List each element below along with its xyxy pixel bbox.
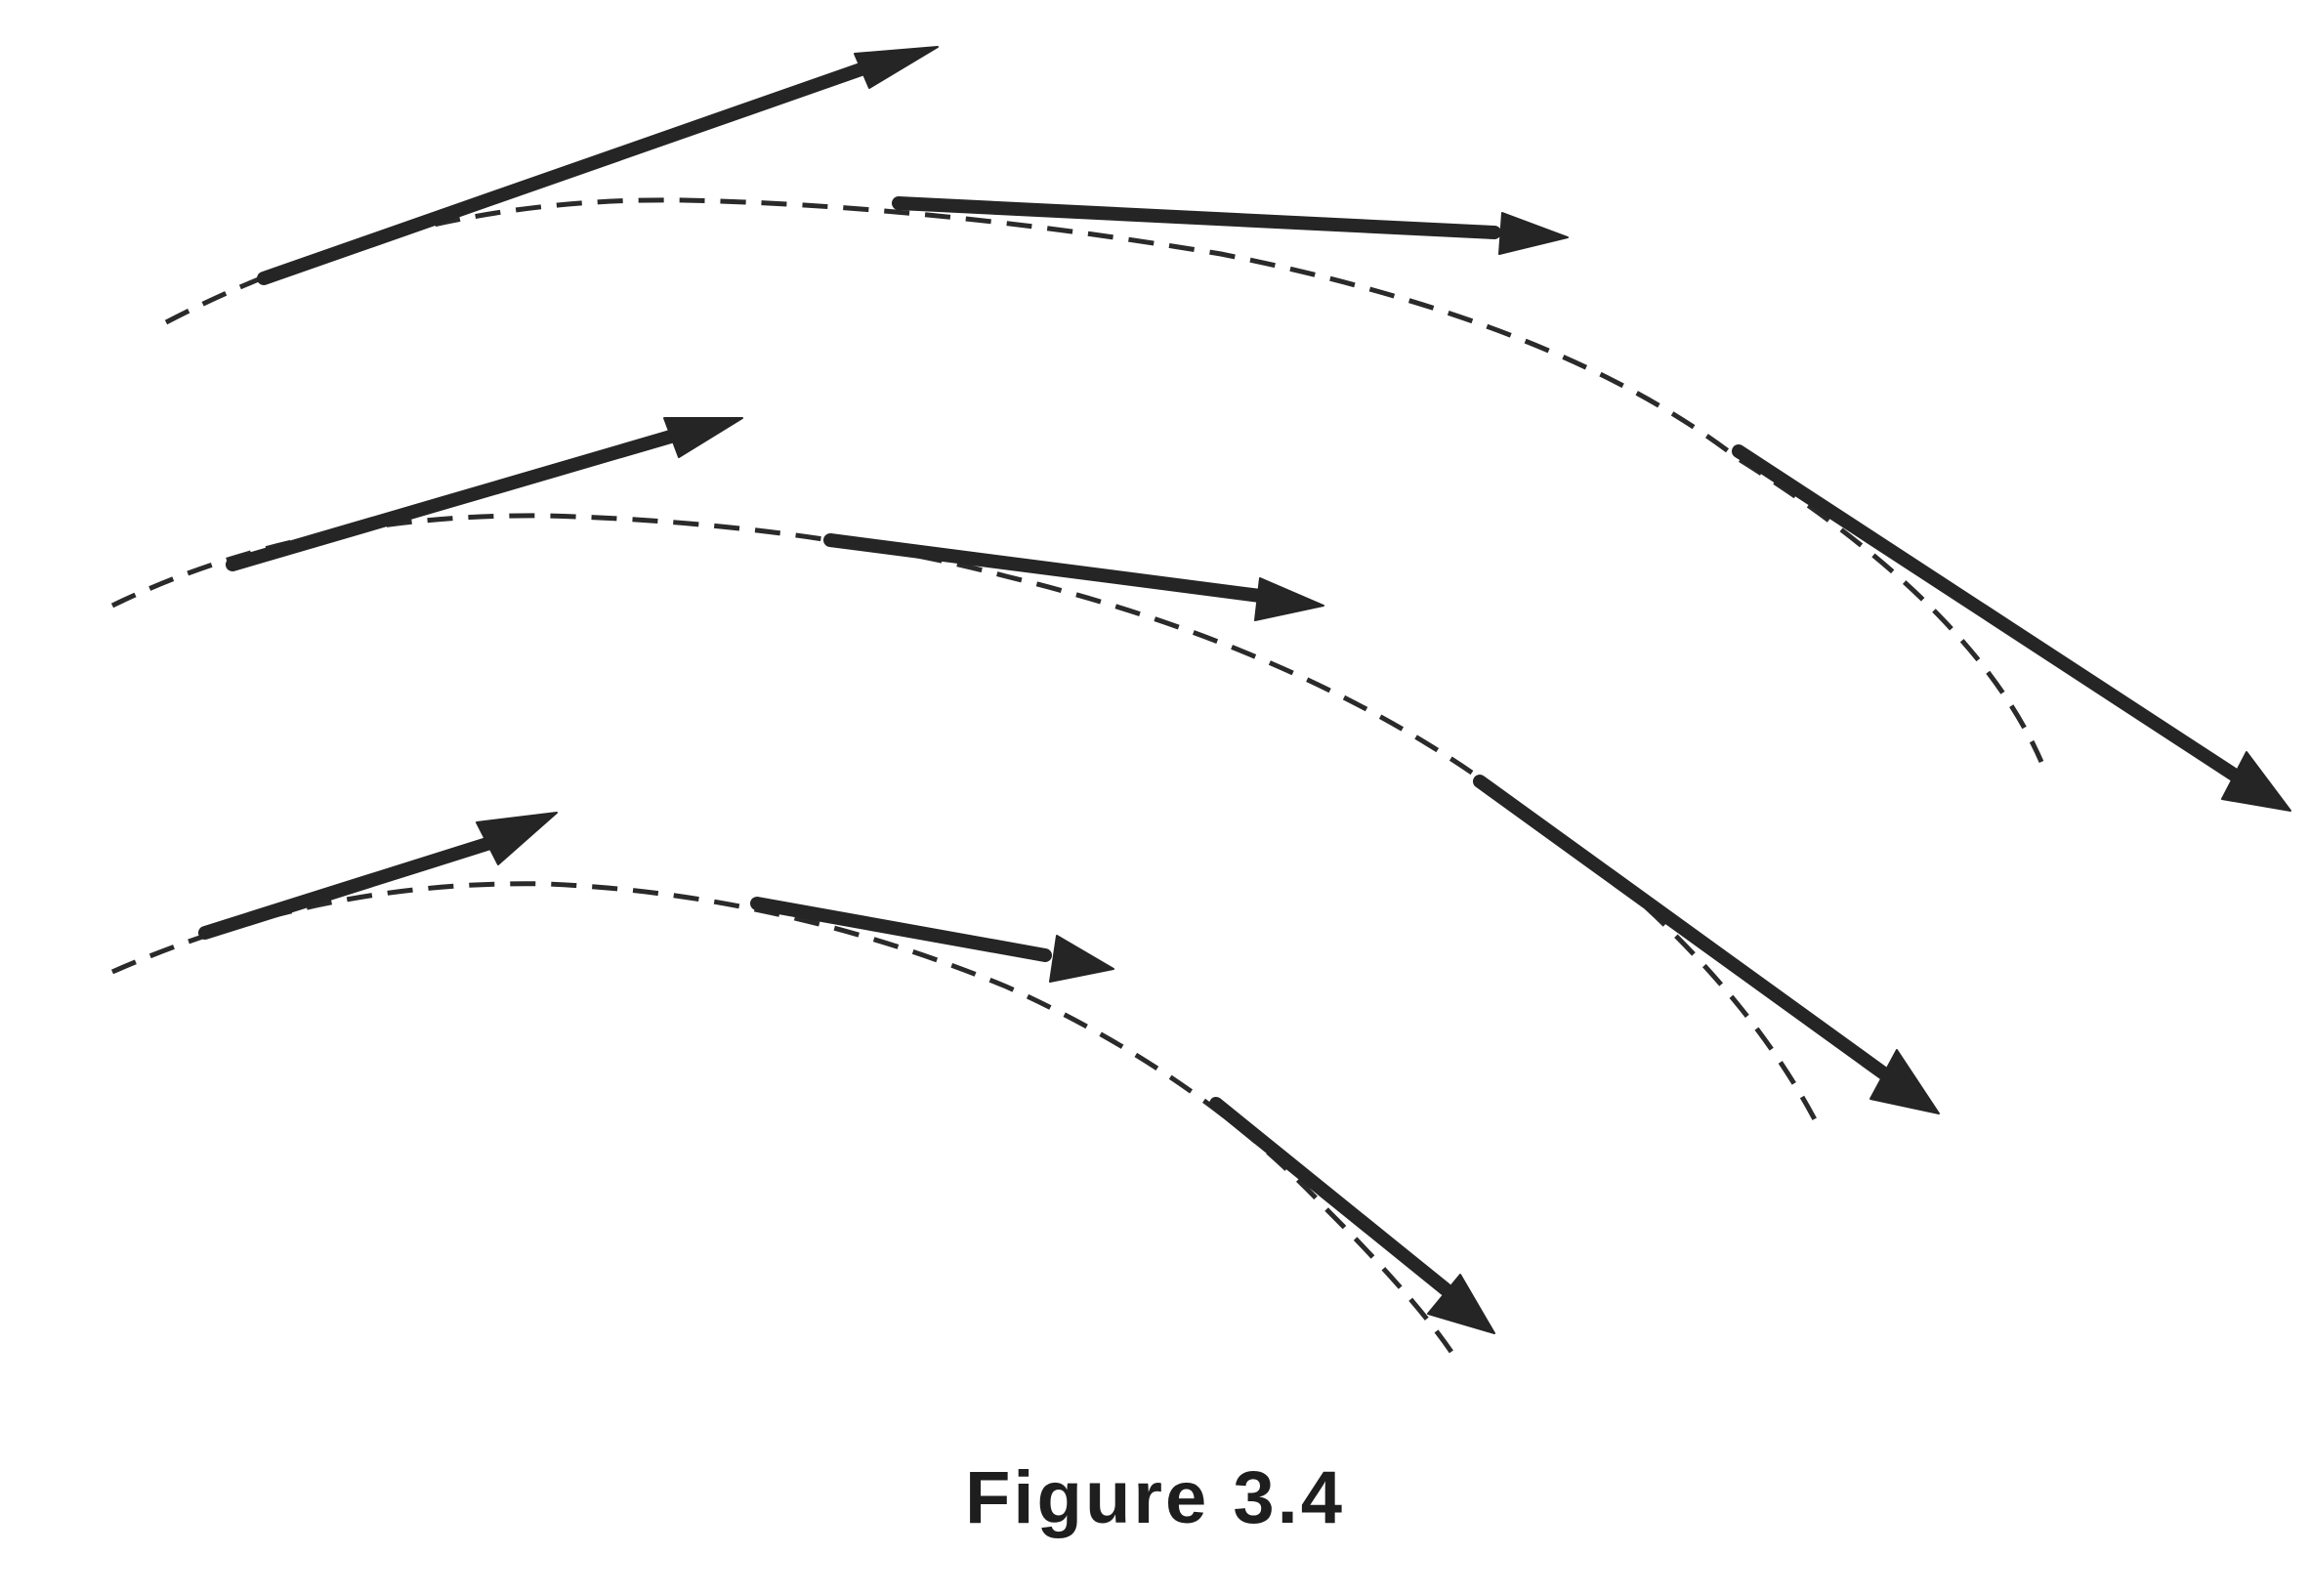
top-vector-1-arrowhead xyxy=(854,46,939,89)
middle-vector-2-shaft xyxy=(823,533,1267,603)
top-vector-3-arrowhead xyxy=(2221,751,2291,812)
bottom-trajectory xyxy=(110,812,1495,1360)
bottom-vector-1-shaft xyxy=(198,835,500,940)
top-vector-3-shaft xyxy=(1732,444,2244,783)
middle-vector-2-arrowhead xyxy=(1254,577,1324,621)
middle-trajectory xyxy=(110,417,1940,1125)
top-trajectory xyxy=(164,46,2291,812)
top-vector-2-arrowhead xyxy=(1498,212,1569,255)
bottom-vector-2-shaft xyxy=(750,897,1052,962)
middle-vector-3-arrowhead xyxy=(1869,1049,1940,1114)
top-vector-1-shaft xyxy=(257,60,876,285)
bottom-trajectory-dashed-curve xyxy=(110,881,1458,1360)
bottom-vector-2-arrowhead xyxy=(1049,935,1114,983)
bottom-vector-1-arrowhead xyxy=(476,812,558,865)
middle-trajectory-dashed-curve xyxy=(110,513,1820,1125)
top-vector-2-shaft xyxy=(892,196,1501,239)
middle-vector-1-shaft xyxy=(226,429,681,571)
top-trajectory-dashed-curve xyxy=(164,197,2044,764)
bottom-vector-3-shaft xyxy=(1209,1097,1452,1296)
middle-vector-3-shaft xyxy=(1473,775,1892,1081)
bottom-vector-3-arrowhead xyxy=(1427,1274,1495,1334)
figure-caption: Figure 3.4 xyxy=(965,1456,1345,1539)
middle-vector-1-arrowhead xyxy=(663,417,743,458)
